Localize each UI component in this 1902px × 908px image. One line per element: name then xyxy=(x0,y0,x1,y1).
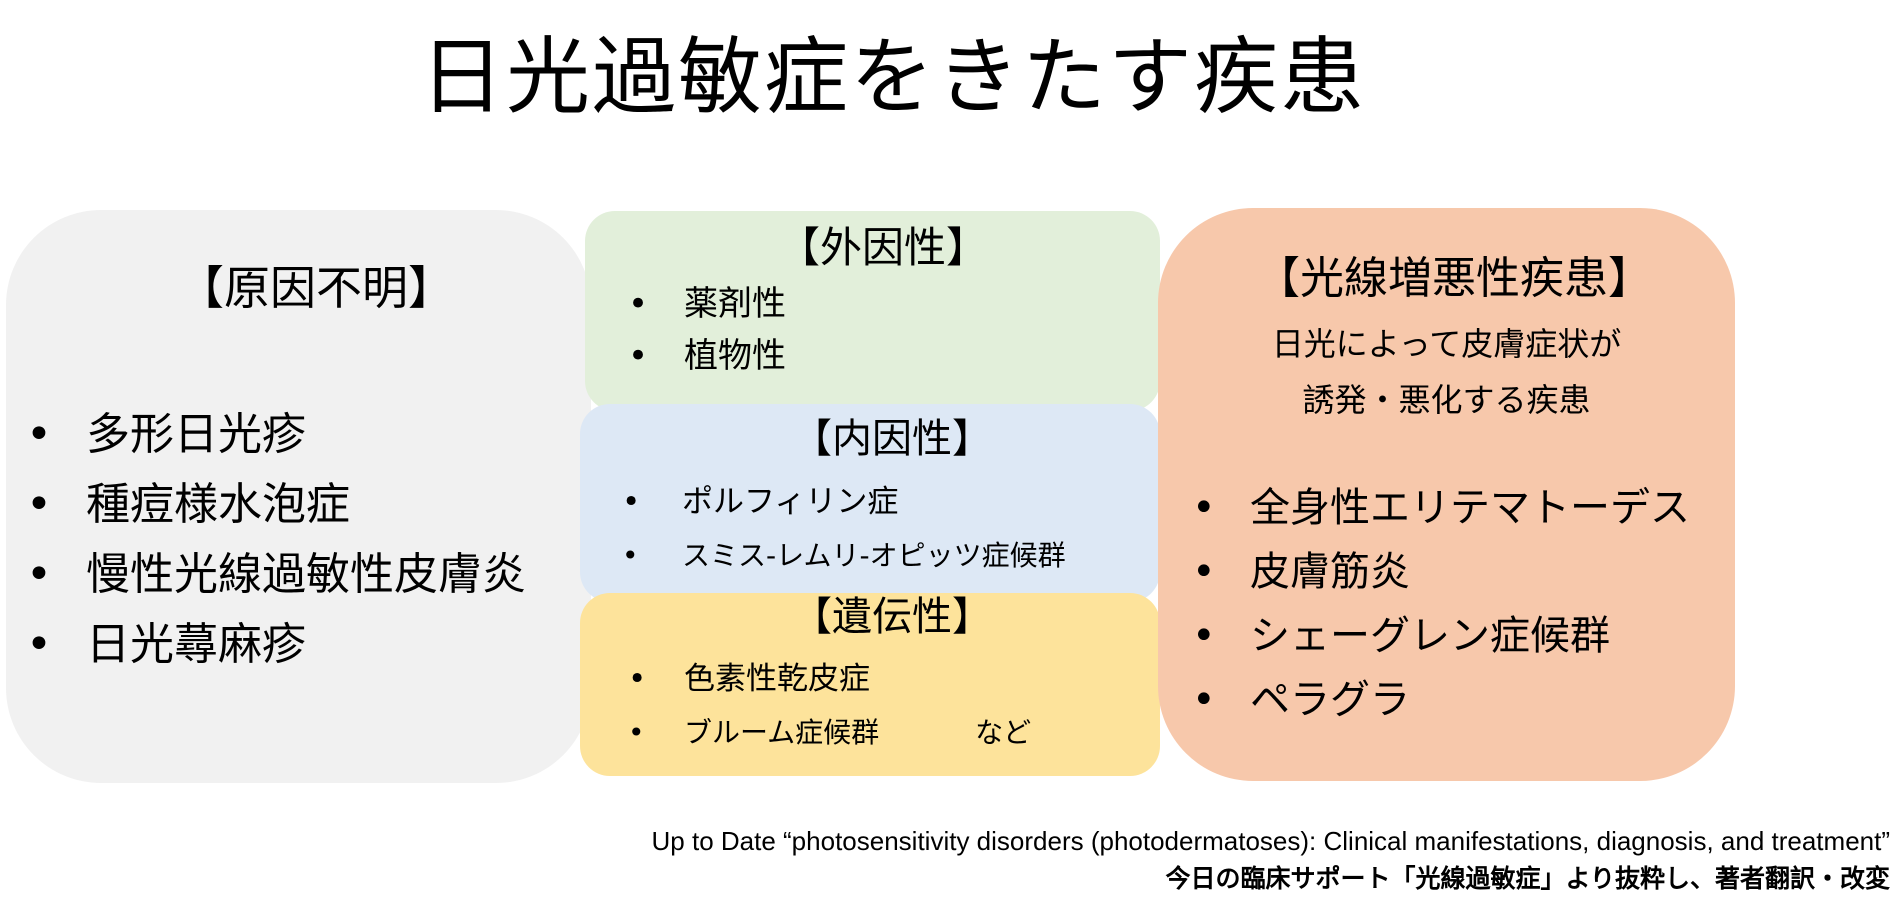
list-item: •種痘様水泡症 xyxy=(26,470,526,540)
unknown-cause-panel xyxy=(6,210,591,783)
exogenous-heading: 【外因性】 xyxy=(778,223,989,272)
list-item: •皮膚筋炎 xyxy=(1192,540,1690,604)
endogenous-list: •ポルフィリン症 •スミス-レムリ-オピッツ症候群 xyxy=(622,475,1066,583)
hereditary-heading: 【遺伝性】 xyxy=(792,594,992,640)
bullet-icon: • xyxy=(1192,613,1216,659)
bullet-icon: • xyxy=(1192,485,1216,531)
bullet-icon: • xyxy=(1192,677,1216,723)
exogenous-panel xyxy=(585,211,1160,411)
unknown-cause-heading: 【原因不明】 xyxy=(178,261,454,315)
photo-aggravated-list: •全身性エリテマトーデス •皮膚筋炎 •シェーグレン症候群 •ペラグラ xyxy=(1192,476,1690,732)
list-item: •シェーグレン症候群 xyxy=(1192,604,1690,668)
bullet-icon: • xyxy=(1192,549,1216,595)
source-line-2: 今日の臨床サポート「光線過敏症」より抜粋し、著者翻訳・改変 xyxy=(1165,864,1890,893)
source-line-1: Up to Date “photosensitivity disorders (… xyxy=(651,826,1890,856)
list-item: •ポルフィリン症 xyxy=(622,475,1066,529)
list-item: •慢性光線過敏性皮膚炎 xyxy=(26,540,526,610)
hereditary-list: •色素性乾皮症 •ブルーム症候群など xyxy=(628,652,1031,760)
list-item: •ペラグラ xyxy=(1192,668,1690,732)
list-item: •スミス-レムリ-オピッツ症候群 xyxy=(622,529,1066,583)
list-item: •多形日光疹 xyxy=(26,400,526,470)
bullet-icon: • xyxy=(26,409,52,460)
bullet-icon: • xyxy=(628,336,649,376)
list-item: •日光蕁麻疹 xyxy=(26,610,526,680)
bullet-icon: • xyxy=(622,539,639,572)
list-item: •全身性エリテマトーデス xyxy=(1192,476,1690,540)
endogenous-heading: 【内因性】 xyxy=(792,416,992,462)
bullet-icon: • xyxy=(622,484,641,520)
photo-aggravated-heading: 【光線増悪性疾患】 xyxy=(1256,253,1652,304)
bullet-icon: • xyxy=(26,549,52,600)
bullet-icon: • xyxy=(26,479,52,530)
bullet-icon: • xyxy=(628,284,649,324)
list-item: •植物性 xyxy=(628,330,786,382)
unknown-cause-list: •多形日光疹 •種痘様水泡症 •慢性光線過敏性皮膚炎 •日光蕁麻疹 xyxy=(26,400,526,680)
bullet-icon: • xyxy=(628,716,645,749)
list-item: •薬剤性 xyxy=(628,278,786,330)
bullet-icon: • xyxy=(26,619,52,670)
photo-aggravated-panel xyxy=(1158,208,1735,781)
list-item: •ブルーム症候群など xyxy=(628,706,1031,760)
photo-aggravated-description: 日光によって皮膚症状が 誘発・悪化する疾患 xyxy=(1271,325,1622,419)
endogenous-panel xyxy=(580,404,1160,602)
exogenous-list: •薬剤性 •植物性 xyxy=(628,278,786,382)
list-item: •色素性乾皮症 xyxy=(628,652,1031,706)
source-citation: Up to Date “photosensitivity disorders (… xyxy=(652,822,1890,898)
hereditary-panel xyxy=(580,593,1160,776)
slide-title: 日光過敏症をきたす疾患 xyxy=(420,28,1367,126)
etc-label: など xyxy=(975,716,1032,749)
bullet-icon: • xyxy=(628,661,647,697)
